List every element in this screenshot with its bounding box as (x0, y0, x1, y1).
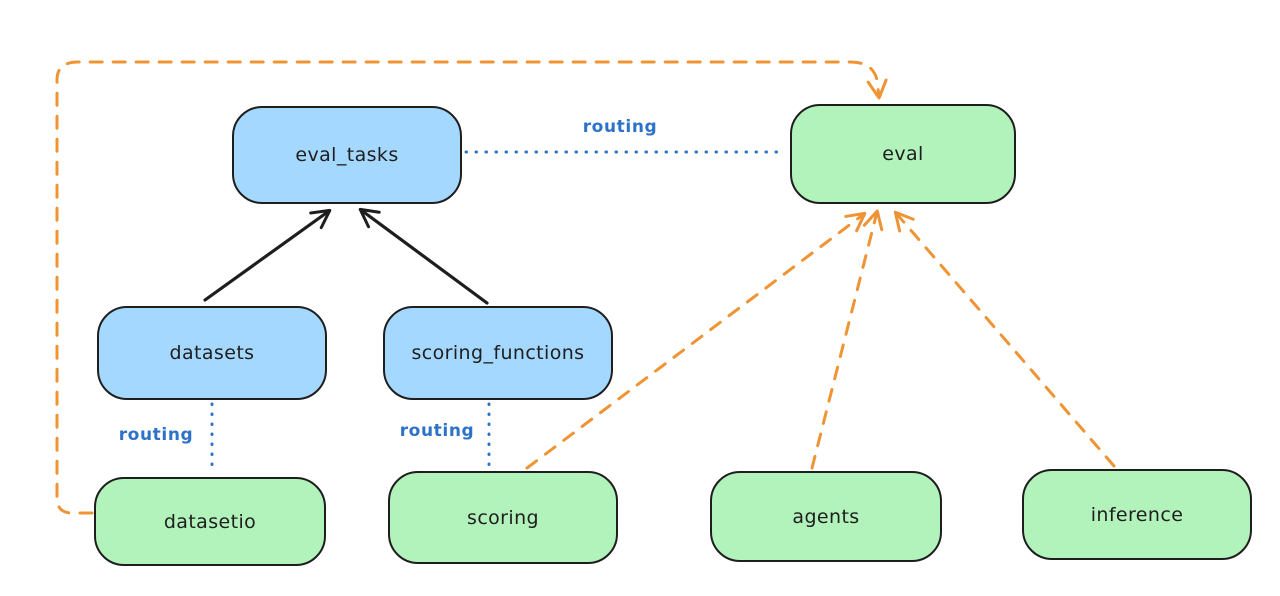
node-eval-label: eval (882, 143, 924, 165)
node-datasets: datasets (97, 306, 327, 400)
node-scoring: scoring (388, 471, 618, 564)
node-agents-label: agents (792, 505, 860, 528)
routing-label-eval-tasks-eval: routing (582, 117, 658, 137)
edge-agents-to-eval (810, 209, 884, 470)
node-agents: agents (710, 471, 942, 562)
node-inference-label: inference (1090, 503, 1184, 526)
routing-label-scoring-functions-scoring: routing (399, 421, 475, 441)
edge-datasetio-to-eval (55, 60, 888, 515)
node-eval-tasks: eval_tasks (232, 106, 462, 204)
edge-datasets-to-eval-tasks (203, 208, 332, 302)
node-eval-tasks-label: eval_tasks (295, 144, 399, 166)
edge-scoring-functions-to-eval-tasks (358, 207, 489, 305)
node-scoring-label: scoring (467, 506, 539, 529)
routing-label-datasets-datasetio: routing (118, 425, 194, 445)
node-datasetio: datasetio (94, 477, 326, 566)
node-eval: eval (790, 104, 1016, 204)
node-scoring-functions: scoring_functions (383, 306, 613, 400)
edge-inference-to-eval (893, 210, 1116, 468)
node-scoring-functions-label: scoring_functions (411, 342, 585, 364)
node-datasetio-label: datasetio (163, 510, 257, 533)
node-datasets-label: datasets (169, 342, 255, 364)
edge-scoring-to-eval (525, 211, 867, 470)
node-inference: inference (1022, 469, 1252, 560)
